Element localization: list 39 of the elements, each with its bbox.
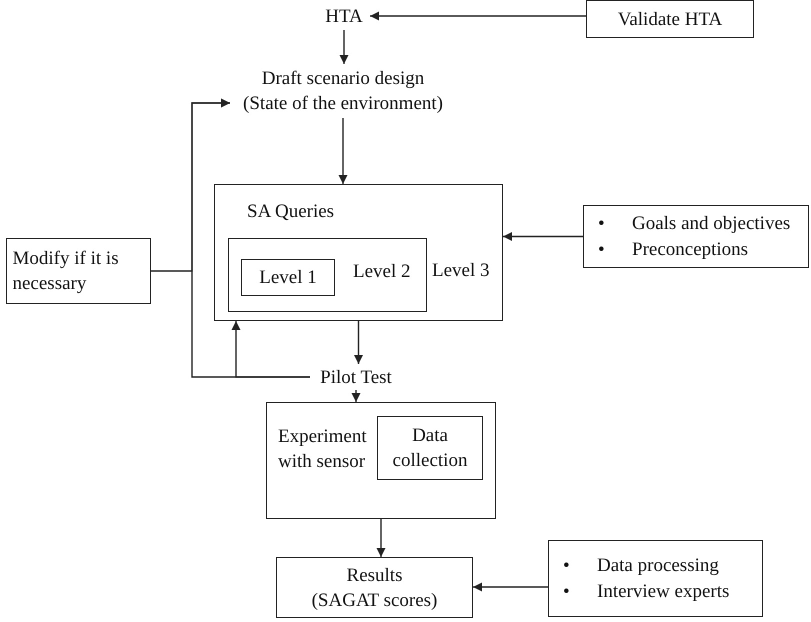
list-item: Goals and objectives — [632, 212, 792, 236]
node-text: HTA — [325, 4, 363, 28]
process-box — [266, 402, 496, 519]
process-box — [214, 184, 503, 321]
list-item: Data processing — [597, 554, 720, 578]
node-text: Pilot Test — [320, 366, 392, 390]
node-text: Modify if it is necessary — [12, 247, 120, 296]
node-text: SA Queries — [247, 200, 334, 224]
arrow — [354, 321, 363, 364]
process-box — [6, 238, 151, 304]
bullet-mark: • — [598, 238, 606, 262]
arrow — [340, 30, 348, 64]
arrow — [370, 12, 586, 20]
node-text: Level 3 — [432, 259, 490, 283]
arrow — [232, 321, 310, 378]
arrow — [473, 582, 548, 592]
process-box — [377, 416, 483, 480]
process-box — [241, 259, 335, 296]
node-text: Draft scenario design (State of the environment) — [242, 67, 444, 116]
node-text: Validate HTA — [618, 8, 722, 32]
note-box — [548, 540, 763, 617]
list-item: Interview experts — [597, 580, 730, 604]
arrow — [338, 118, 348, 184]
process-box — [228, 238, 427, 312]
node-text: Data collection — [392, 424, 468, 473]
node-text: Level 1 — [259, 266, 317, 290]
arrow — [503, 232, 583, 241]
arrow — [352, 390, 360, 402]
note-box — [583, 205, 809, 268]
list-item: Preconceptions — [632, 238, 750, 262]
arrow — [376, 519, 386, 557]
bullet-mark: • — [563, 580, 571, 604]
node-text: Level 2 — [353, 260, 411, 284]
node-text: Results (SAGAT scores) — [310, 564, 438, 612]
process-box — [276, 557, 473, 618]
bullet-mark: • — [598, 212, 606, 236]
process-box — [586, 0, 754, 38]
bullet-mark: • — [563, 554, 571, 578]
node-text: Experiment with sensor — [278, 425, 368, 474]
